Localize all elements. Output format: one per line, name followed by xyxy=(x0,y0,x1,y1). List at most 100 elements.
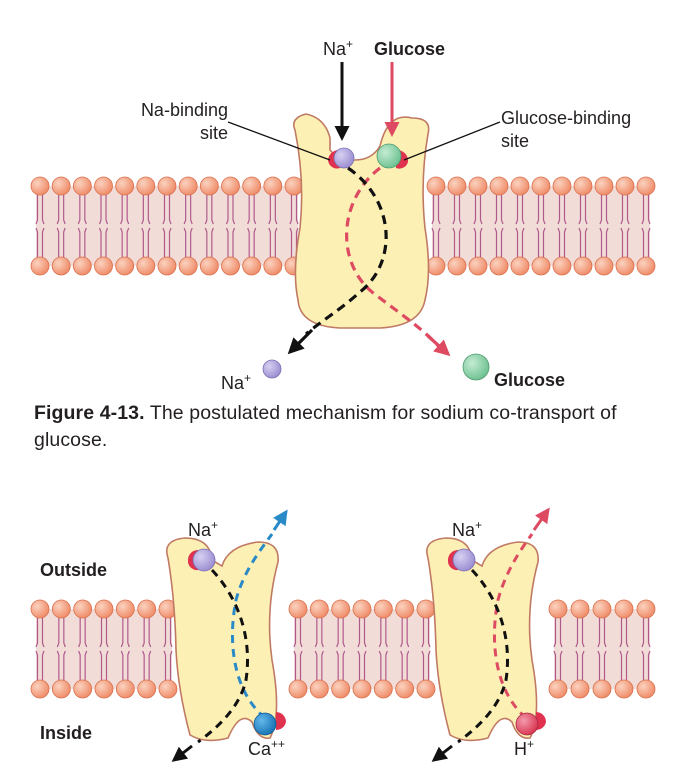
lipid-tail xyxy=(162,227,166,258)
lipid-tail xyxy=(605,227,609,258)
lipid-tail xyxy=(127,650,130,681)
lipid-tail xyxy=(619,650,623,681)
lipid-tail xyxy=(41,227,45,258)
lipid-head xyxy=(531,176,551,196)
lipid-tail xyxy=(63,227,66,258)
lipid-head xyxy=(468,256,488,276)
lipid-head xyxy=(395,679,415,699)
lipid-tail xyxy=(452,227,456,258)
lipid-head xyxy=(137,679,157,699)
lipid-tail xyxy=(268,227,271,258)
lipid-tail xyxy=(211,227,214,258)
lipid-head xyxy=(157,256,177,276)
lipid-head xyxy=(288,679,308,699)
lipid-tail xyxy=(147,194,151,225)
lipid-tail xyxy=(584,227,588,258)
lipid-head xyxy=(570,599,590,619)
lipid-tail xyxy=(84,227,87,258)
lipid-tail xyxy=(253,227,257,258)
lipid-head xyxy=(51,599,71,619)
lipid-tail xyxy=(473,227,477,258)
lipid-tail xyxy=(431,227,435,258)
lipid-tail xyxy=(77,194,81,225)
lipid-tail xyxy=(479,194,483,225)
lipid-head xyxy=(73,679,93,699)
lipid-tail xyxy=(521,227,525,258)
lipid-tail xyxy=(127,617,130,648)
lipid-tail xyxy=(599,194,603,225)
lipid-head xyxy=(510,256,530,276)
lipid-tail xyxy=(625,617,629,648)
lipid-head xyxy=(51,176,71,196)
lipid-tail xyxy=(105,617,109,648)
sodium-exit-arrow-left xyxy=(171,744,193,762)
lipid-tail xyxy=(515,194,519,225)
hydrogen-exit-arrow xyxy=(532,507,550,531)
lipid-tail xyxy=(603,617,607,648)
lipid-tail xyxy=(647,194,651,225)
lipid-tail xyxy=(142,650,145,681)
hydrogen-counter-transporter xyxy=(426,537,539,742)
lipid-tail xyxy=(63,194,66,225)
lipid-tail xyxy=(321,617,324,648)
lipid-tail xyxy=(336,650,339,681)
lipid-tail xyxy=(105,650,109,681)
lipid-tail xyxy=(147,227,151,258)
lipid-tail xyxy=(357,617,361,648)
lipid-head xyxy=(573,176,593,196)
lipid-tail xyxy=(162,194,166,225)
lipid-tail xyxy=(98,194,102,225)
lipid-tail xyxy=(204,194,208,225)
lipid-tail xyxy=(120,227,123,258)
lipid-tail xyxy=(148,617,152,648)
lipid-head xyxy=(51,679,71,699)
lipid-tail xyxy=(141,194,144,225)
na-binding-leader-line xyxy=(227,121,331,161)
lipid-head xyxy=(614,679,634,699)
lipid-head xyxy=(636,176,656,196)
lipid-tail xyxy=(99,617,103,648)
lipid-tail xyxy=(605,194,609,225)
lipid-head xyxy=(552,176,572,196)
lipid-head xyxy=(447,176,467,196)
lipid-head xyxy=(373,679,393,699)
lipid-tail xyxy=(563,227,567,258)
lipid-tail xyxy=(536,194,540,225)
sodium-ion-left xyxy=(192,548,216,572)
lipid-tail xyxy=(553,650,557,681)
top-membrane-left xyxy=(30,176,304,276)
lipid-tail xyxy=(120,617,124,648)
lipid-head xyxy=(115,176,135,196)
lipid-tail xyxy=(168,194,172,225)
lipid-tail xyxy=(421,617,425,648)
lipid-tail xyxy=(427,650,431,681)
lipid-tail xyxy=(77,227,81,258)
label-outside: Outside xyxy=(40,560,107,580)
figure-caption-text: The postulated mechanism for sodium co-t… xyxy=(34,402,617,451)
lipid-tail xyxy=(247,194,250,225)
figure-number: Figure 4-13. xyxy=(34,402,145,424)
lipid-tail xyxy=(126,227,130,258)
lipid-head xyxy=(636,679,656,699)
lipid-tail xyxy=(536,227,540,258)
lipid-head xyxy=(157,176,177,196)
lipid-head xyxy=(30,679,50,699)
lipid-tail xyxy=(56,227,60,258)
label-glucose-binding-2: site xyxy=(501,131,529,151)
lipid-head xyxy=(573,256,593,276)
lipid-tail xyxy=(406,617,410,648)
lipid-tail xyxy=(163,650,167,681)
lipid-tail xyxy=(385,617,388,648)
lipid-tail xyxy=(521,194,525,225)
lipid-tail xyxy=(597,617,601,648)
lipid-tail xyxy=(35,617,39,648)
lipid-head xyxy=(352,679,372,699)
lipid-tail xyxy=(647,617,651,648)
lipid-head xyxy=(552,256,572,276)
lipid-tail xyxy=(559,650,563,681)
lipid-tail xyxy=(557,227,561,258)
lipid-tail xyxy=(437,194,441,225)
lipid-head xyxy=(221,176,240,196)
label-right-na: Na+ xyxy=(452,518,482,540)
lipid-head xyxy=(331,599,351,619)
